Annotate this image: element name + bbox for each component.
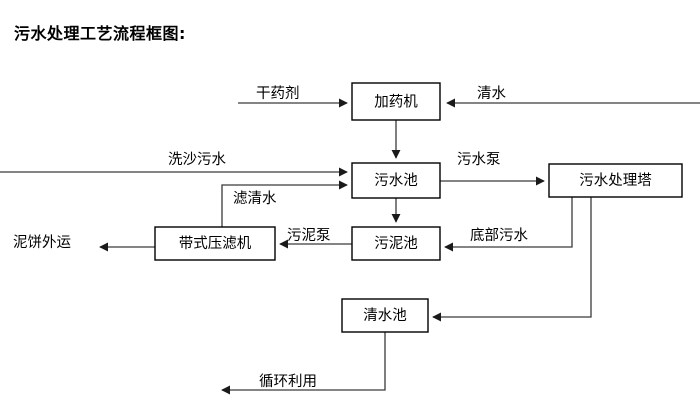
node-dosing-machine[interactable]: 加药机 [351, 82, 441, 121]
node-sludge-pool-label: 污泥池 [374, 235, 418, 252]
label-sewage-pump: 污水泵 [457, 151, 501, 168]
node-sludge-pool[interactable]: 污泥池 [351, 226, 441, 261]
node-dosing-machine-label: 加药机 [374, 94, 418, 111]
node-belt-filter-press-label: 带式压滤机 [179, 235, 252, 252]
label-dry-chemical: 干药剂 [256, 85, 300, 102]
label-sand-wash-sewage: 洗沙污水 [168, 151, 226, 168]
node-sewage-pool-label: 污水池 [374, 172, 418, 189]
label-recycle-reuse: 循环利用 [259, 373, 317, 390]
edge-treatment-tower-to-sludge-pool [444, 197, 573, 252]
node-treatment-tower[interactable]: 污水处理塔 [548, 163, 683, 198]
label-sludge-pump: 污泥泵 [287, 227, 331, 244]
node-clear-water-pool-label: 清水池 [363, 307, 407, 324]
edge-belt-filter-press-to-sewage-pool [221, 180, 348, 227]
page-title: 污水处理工艺流程框图: [14, 24, 186, 43]
node-treatment-tower-label: 污水处理塔 [579, 172, 652, 189]
node-sewage-pool[interactable]: 污水池 [351, 162, 441, 199]
node-belt-filter-press[interactable]: 带式压滤机 [154, 226, 276, 261]
edge-clear-water-pool-to-recycle [221, 332, 386, 395]
node-clear-water-pool[interactable]: 清水池 [341, 298, 429, 333]
label-bottom-sewage: 底部污水 [470, 227, 528, 244]
edge-treatment-tower-to-clear-water-pool [432, 197, 592, 322]
label-mud-cake-out: 泥饼外运 [13, 234, 71, 251]
label-clean-water: 清水 [477, 85, 506, 102]
label-filtered-water: 滤清水 [233, 190, 277, 207]
